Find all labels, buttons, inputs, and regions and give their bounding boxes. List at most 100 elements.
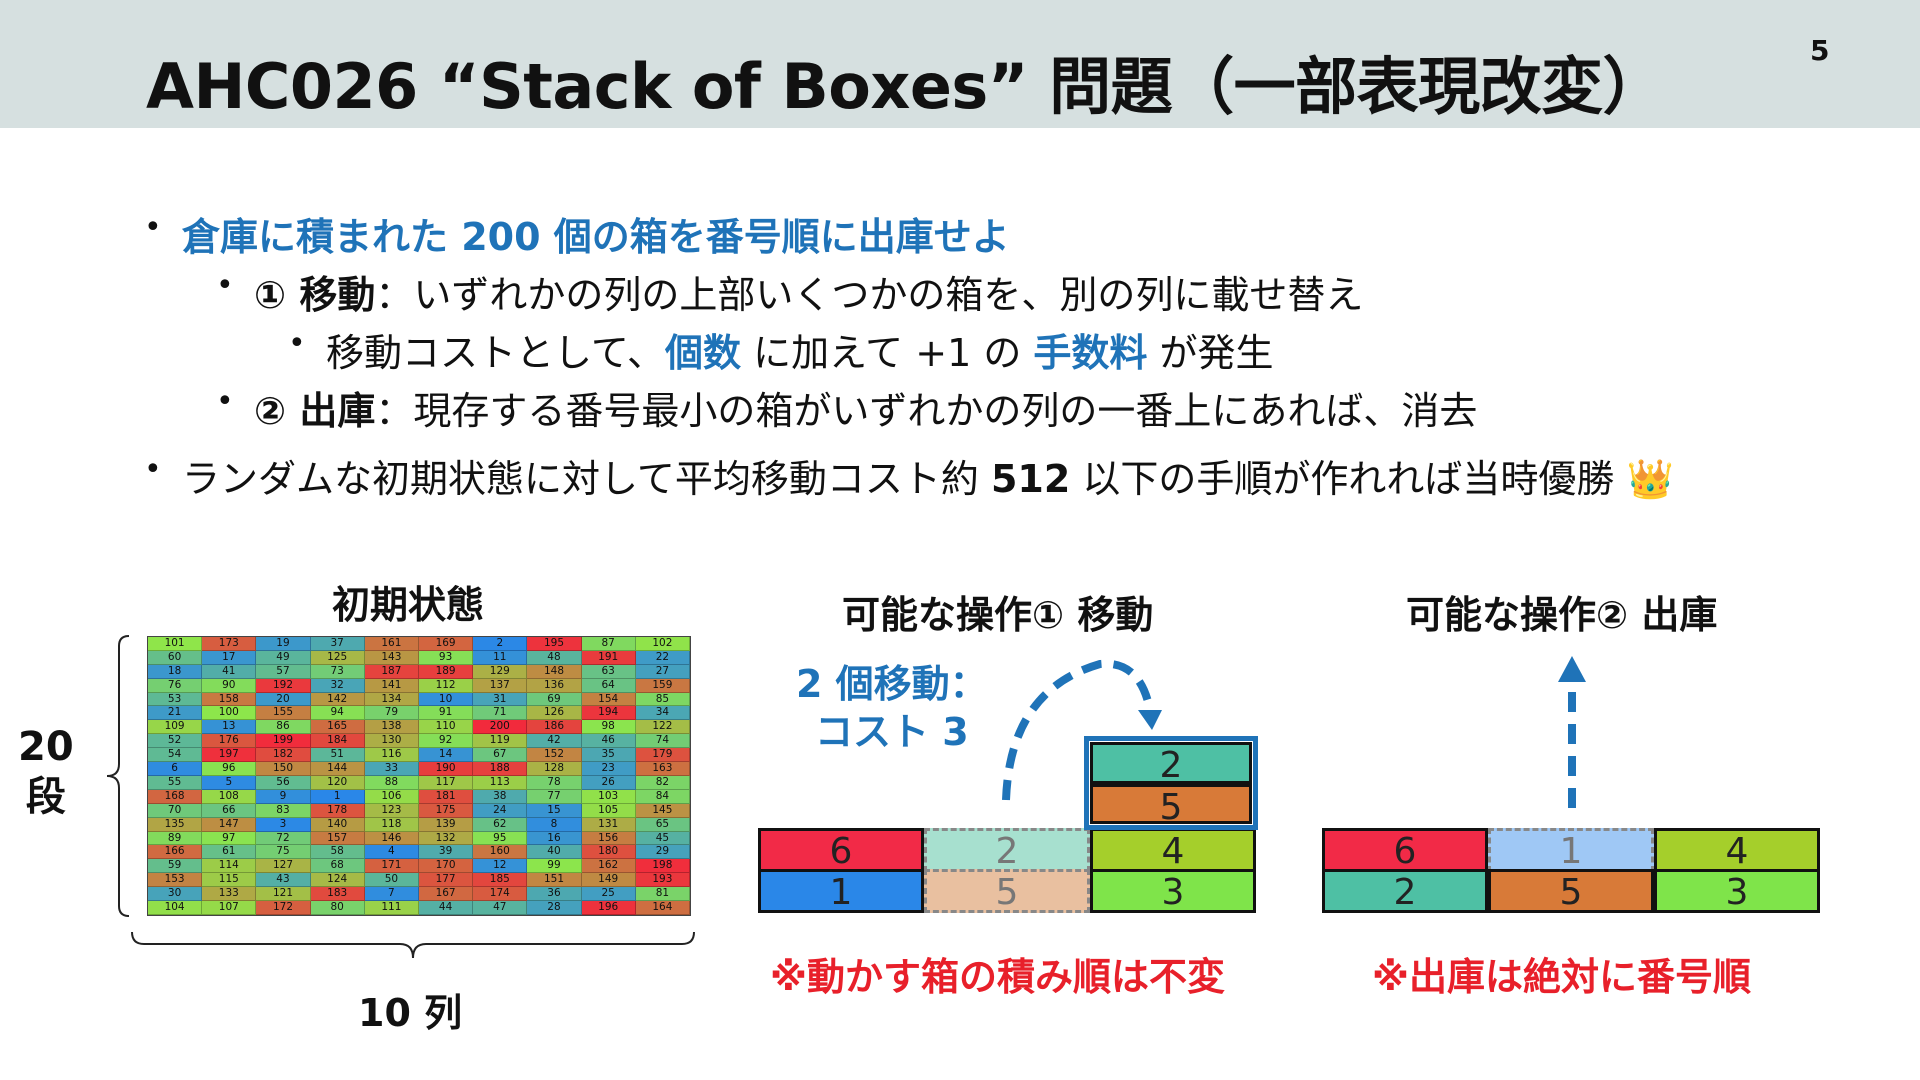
grid-cell: 109: [148, 720, 203, 735]
grid-cell: 128: [527, 762, 582, 776]
rows-label-number: 20: [18, 724, 74, 770]
grid-cell: 192: [256, 678, 311, 693]
grid-cell: 101: [148, 637, 203, 651]
grid-cell: 15: [527, 803, 582, 818]
grid-cell: 33: [364, 762, 419, 776]
grid-cell: 40: [527, 845, 582, 860]
bullet-4: • ② 出庫：現存する番号最小の箱がいずれかの列の一番上にあれば、消去: [216, 380, 1477, 435]
grid-cell: 49: [256, 650, 311, 665]
grid-cell: 98: [581, 720, 636, 735]
bullet-3-e: が発生: [1147, 331, 1274, 375]
grid-cell: 53: [148, 692, 203, 707]
grid-cell: 51: [310, 748, 365, 763]
rows-label: 20 段: [18, 722, 74, 822]
grid-cell: 131: [581, 817, 636, 832]
grid-cell: 133: [202, 887, 257, 902]
grid-cell: 14: [419, 748, 474, 763]
op1-moved-box-5: 5: [1090, 784, 1252, 828]
grid-cell: 196: [581, 901, 636, 915]
grid-cell: 198: [635, 859, 690, 874]
grid-cell: 43: [256, 873, 311, 888]
grid-cell: 186: [527, 720, 582, 735]
grid-cell: 169: [419, 637, 474, 651]
grid-cell: 182: [256, 748, 311, 763]
cols-label: 10 列: [358, 991, 463, 1035]
op1-move-count: 2 個移動：: [796, 662, 988, 706]
op2-box-5: 5: [1488, 869, 1654, 913]
grid-cell: 52: [148, 734, 203, 749]
grid-cell: 16: [527, 831, 582, 846]
grid-cell: 160: [473, 845, 528, 860]
grid-cell: 10: [419, 692, 474, 707]
grid-cell: 18: [148, 664, 203, 679]
grid-cell: 187: [364, 664, 419, 679]
header-bar: [0, 0, 1920, 128]
grid-cell: 81: [635, 887, 690, 902]
grid-cell: 100: [202, 706, 257, 721]
grid-cell: 108: [202, 789, 257, 804]
grid-cell: 137: [473, 678, 528, 693]
op1-move-label: 2 個移動： コスト 3: [796, 660, 988, 756]
grid-cell: 74: [635, 734, 690, 749]
grid-cell: 29: [635, 845, 690, 860]
grid-cell: 164: [635, 901, 690, 915]
grid-cell: 158: [202, 692, 257, 707]
grid-cell: 190: [419, 762, 474, 776]
bullet-1: • 倉庫に積まれた 200 個の箱を番号順に出庫せよ: [144, 206, 1010, 261]
grid-cell: 45: [635, 831, 690, 846]
grid-cell: 22: [635, 650, 690, 665]
grid-cell: 110: [419, 720, 474, 735]
grid-cell: 112: [419, 678, 474, 693]
grid-cell: 199: [256, 734, 311, 749]
grid-cell: 86: [256, 720, 311, 735]
grid-cell: 119: [473, 734, 528, 749]
grid-cell: 8: [527, 817, 582, 832]
grid-cell: 121: [256, 887, 311, 902]
grid-cell: 38: [473, 789, 528, 804]
grid-cell: 46: [581, 734, 636, 749]
grid-cell: 167: [419, 887, 474, 902]
grid-cell: 4: [364, 845, 419, 860]
grid-cell: 5: [202, 775, 257, 790]
grid-cell: 94: [310, 706, 365, 721]
grid-cell: 168: [148, 789, 203, 804]
grid-cell: 130: [364, 734, 419, 749]
grid-cell: 194: [581, 706, 636, 721]
grid-cell: 7: [364, 887, 419, 902]
grid-cell: 44: [419, 901, 474, 915]
bullet-3-a: 移動コストとして、: [326, 331, 665, 375]
grid-cell: 163: [635, 762, 690, 776]
grid-cell: 99: [527, 859, 582, 874]
grid-cell: 177: [419, 873, 474, 888]
grid-cell: 174: [473, 887, 528, 902]
grid-cell: 173: [202, 637, 257, 651]
grid-cell: 106: [364, 789, 419, 804]
grid-cell: 132: [419, 831, 474, 846]
grid-cell: 19: [256, 637, 311, 651]
grid-cell: 149: [581, 873, 636, 888]
grid-cell: 54: [148, 748, 203, 763]
grid-cell: 139: [419, 817, 474, 832]
grid-cell: 88: [364, 775, 419, 790]
grid-cell: 193: [635, 873, 690, 888]
grid-cell: 37: [310, 637, 365, 651]
grid-cell: 75: [256, 845, 311, 860]
grid-cell: 6: [148, 762, 203, 776]
grid-cell: 65: [635, 817, 690, 832]
grid-cell: 73: [310, 664, 365, 679]
grid-cell: 159: [635, 678, 690, 693]
grid-cell: 93: [419, 650, 474, 665]
grid-cell: 191: [581, 650, 636, 665]
grid-cell: 127: [256, 859, 311, 874]
grid-cell: 126: [527, 706, 582, 721]
bullet-5-a: ランダムな初期状態に対して平均移動コスト約: [182, 457, 991, 501]
rows-label-unit: 段: [25, 774, 66, 820]
grid-cell: 69: [527, 692, 582, 707]
grid-cell: 96: [202, 762, 257, 776]
grid-cell: 183: [310, 887, 365, 902]
grid-cell: 35: [581, 748, 636, 763]
grid-cell: 107: [202, 901, 257, 915]
op1-box-1: 1: [758, 869, 924, 913]
grid-cell: 97: [202, 831, 257, 846]
